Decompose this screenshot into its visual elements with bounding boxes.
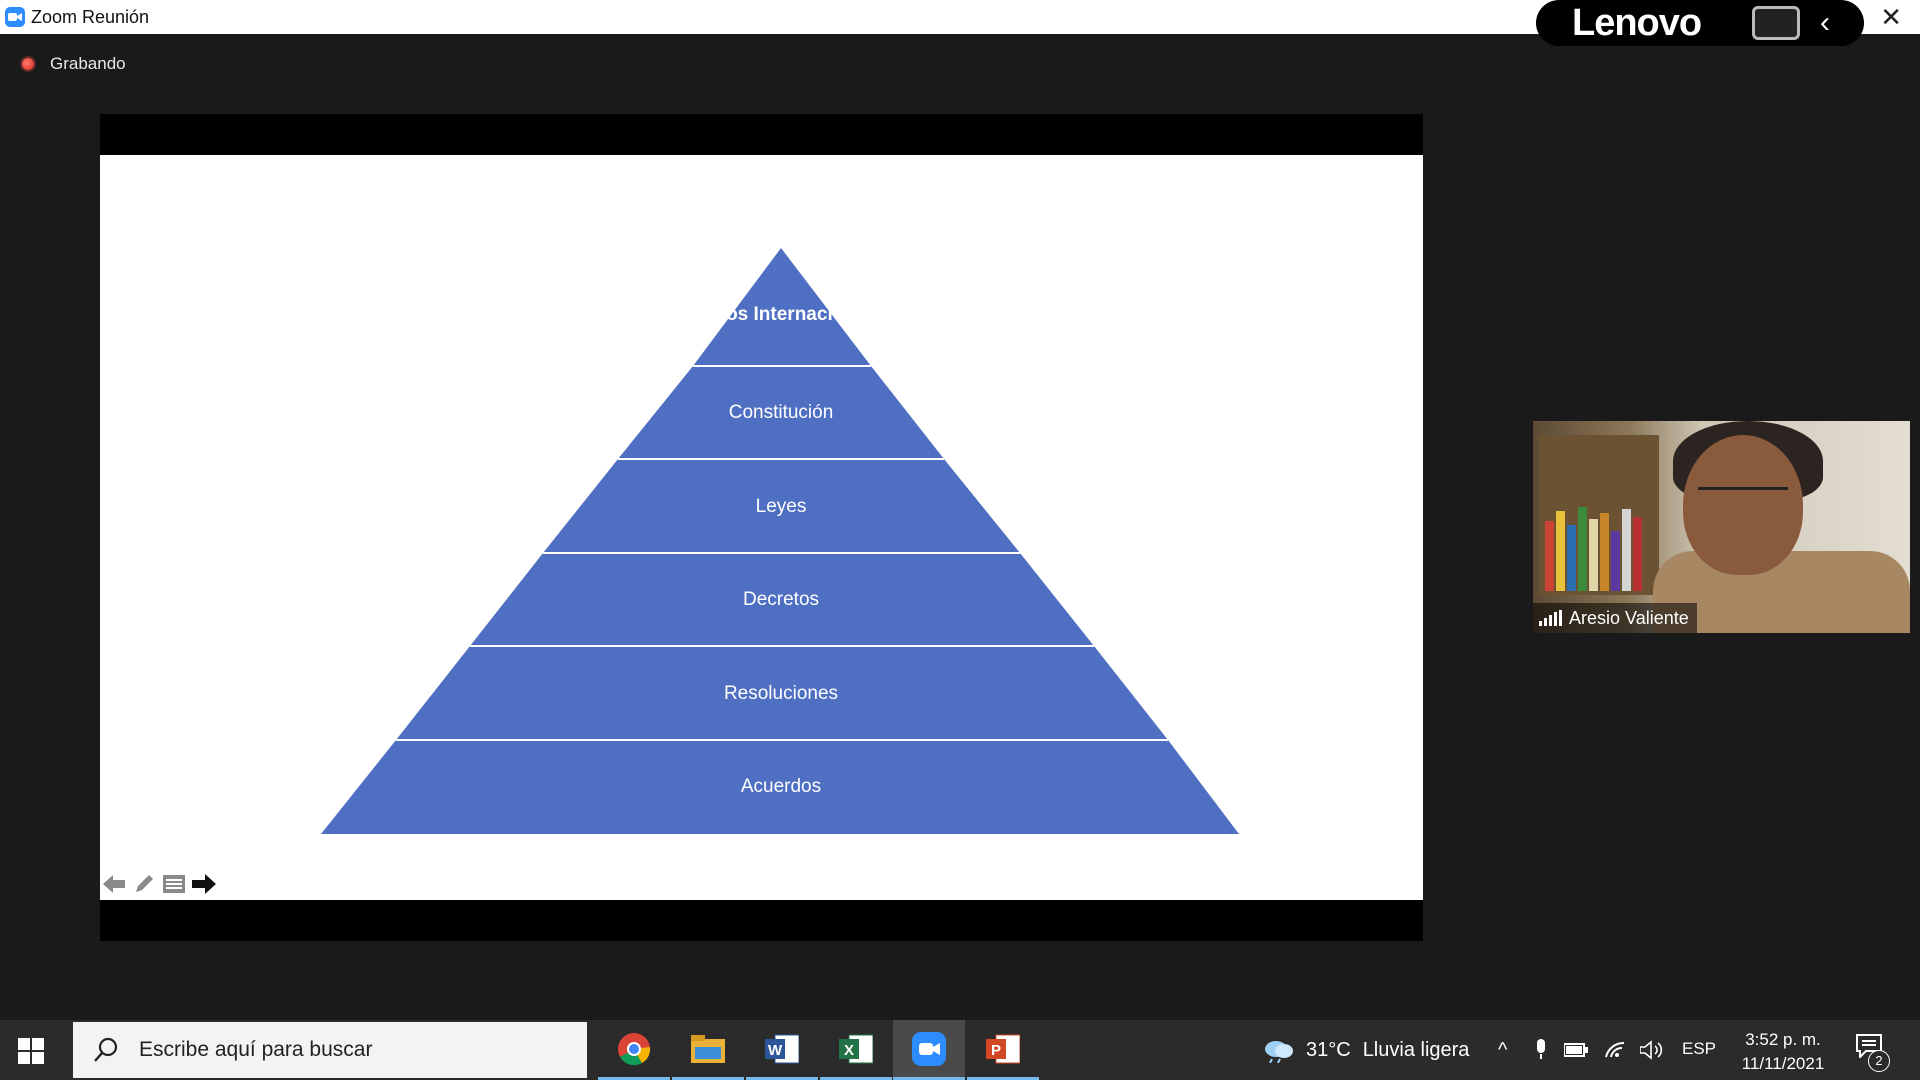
- recording-label: Grabando: [50, 54, 126, 73]
- participant-glasses: [1698, 487, 1788, 512]
- minimize-window-icon[interactable]: [1752, 6, 1800, 40]
- tier-label-decretos: Decretos: [742, 589, 820, 610]
- battery-icon[interactable]: [1564, 1043, 1588, 1057]
- system-tray: ^: [1498, 1020, 1664, 1080]
- next-arrow-icon[interactable]: [192, 872, 216, 896]
- weather-widget[interactable]: 31°C Lluvia ligera: [1262, 1020, 1469, 1080]
- svg-text:X: X: [844, 1042, 854, 1059]
- window-title: Zoom Reunión: [31, 6, 150, 27]
- recording-dot-icon: [20, 56, 36, 72]
- taskbar-clock[interactable]: 3:52 p. m. 11/11/2021: [1728, 1028, 1838, 1076]
- taskbar-search-box[interactable]: Escribe aquí para buscar: [73, 1022, 587, 1078]
- recording-indicator[interactable]: Grabando: [20, 54, 126, 74]
- pyramid-tier-2: [618, 366, 944, 459]
- wifi-icon[interactable]: [1604, 1041, 1626, 1059]
- notification-icon[interactable]: [1856, 1034, 1882, 1058]
- video-background: [1539, 435, 1659, 595]
- pyramid-tier-4: [470, 553, 1094, 646]
- windows-start-icon[interactable]: [18, 1038, 44, 1064]
- tier-label-resoluciones: Resoluciones: [723, 683, 839, 704]
- svg-text:W: W: [768, 1042, 783, 1059]
- tier-label-leyes: Leyes: [755, 496, 807, 517]
- chevron-up-icon[interactable]: ^: [1498, 1038, 1508, 1061]
- participant-name-tag: Aresio Valiente: [1533, 603, 1697, 633]
- close-button[interactable]: ✕: [1880, 2, 1902, 32]
- pen-icon[interactable]: [132, 872, 156, 896]
- tier-label-tratados: Tratados Internacionales: [669, 304, 893, 325]
- notification-count-badge: 2: [1868, 1050, 1890, 1072]
- participant-face: [1683, 435, 1803, 575]
- pyramid-tier-3: [543, 459, 1020, 553]
- clock-time: 3:52 p. m.: [1745, 1030, 1821, 1049]
- weather-condition: Lluvia ligera: [1362, 1038, 1470, 1061]
- participant-video-tile[interactable]: Aresio Valiente: [1533, 421, 1910, 633]
- pyramid-tier-6: [321, 740, 1239, 834]
- chevron-left-icon[interactable]: ‹: [1820, 6, 1830, 39]
- tier-label-acuerdos: Acuerdos: [740, 776, 822, 797]
- word-icon[interactable]: W: [746, 1020, 818, 1080]
- excel-icon[interactable]: X: [820, 1020, 892, 1080]
- zoom-icon[interactable]: [893, 1020, 965, 1080]
- pyramid-tier-5: [396, 646, 1168, 740]
- clock-date: 11/11/2021: [1741, 1054, 1825, 1073]
- powerpoint-icon[interactable]: P: [967, 1020, 1039, 1080]
- pyramid-diagram: [321, 248, 1239, 834]
- input-language[interactable]: ESP: [1682, 1039, 1717, 1058]
- participant-name: Aresio Valiente: [1569, 607, 1689, 628]
- search-icon: [94, 1037, 118, 1062]
- weather-temperature: 31°C: [1306, 1038, 1351, 1061]
- lenovo-overlay: Lenovo ‹: [1536, 0, 1864, 46]
- search-placeholder: Escribe aquí para buscar: [139, 1038, 373, 1061]
- lenovo-logo: Lenovo: [1572, 1, 1702, 44]
- window-titlebar: Zoom Reunión Lenovo ‹ ✕: [0, 0, 1920, 46]
- zoom-icon: [5, 7, 25, 27]
- speaker-icon[interactable]: [1640, 1040, 1664, 1060]
- pyramid-tier-1: [693, 248, 871, 366]
- slideshow-controls: [102, 872, 216, 896]
- previous-arrow-icon[interactable]: [102, 872, 126, 896]
- signal-strength-icon: [1539, 610, 1562, 626]
- tier-label-constitucion: Constitución: [728, 402, 834, 423]
- menu-icon[interactable]: [162, 872, 186, 896]
- file-explorer-icon[interactable]: [672, 1020, 744, 1080]
- windows-taskbar: Escribe aquí para buscar W X P 31°C Lluv…: [0, 1020, 1920, 1080]
- chrome-icon[interactable]: [598, 1020, 670, 1080]
- presentation-slide: Tratados Internacionales Constitución Le…: [100, 155, 1423, 900]
- microphone-icon[interactable]: [1534, 1039, 1548, 1061]
- svg-text:P: P: [991, 1042, 1001, 1059]
- cloud-rain-icon: [1265, 1041, 1293, 1063]
